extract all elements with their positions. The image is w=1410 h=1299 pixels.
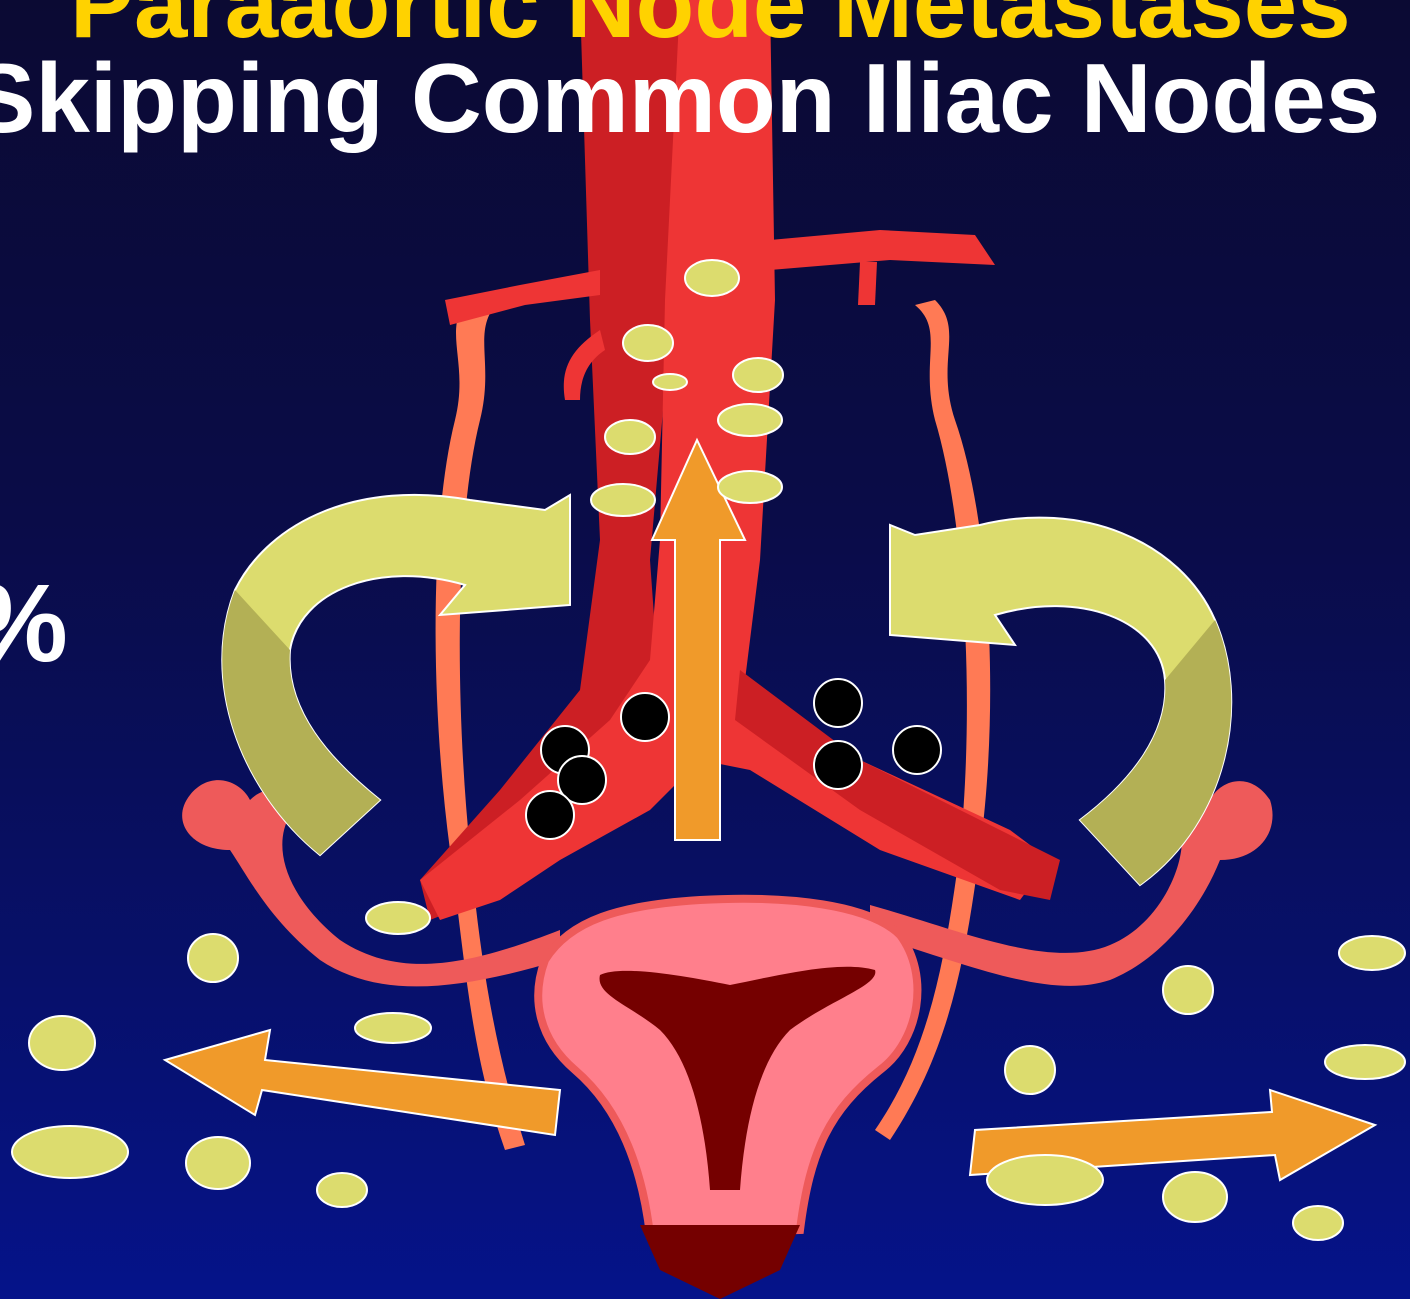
lymph-node xyxy=(1163,966,1213,1014)
slide-title: Skipping Common Iliac Nodes xyxy=(0,42,1380,155)
lymph-node xyxy=(605,420,655,454)
renal-branch-right xyxy=(770,230,995,270)
lymph-node xyxy=(355,1013,431,1043)
lymph-node xyxy=(186,1137,250,1189)
cervix xyxy=(640,1225,800,1299)
lymph-node xyxy=(1005,1046,1055,1094)
lymph-node xyxy=(1339,936,1405,970)
lymph-node xyxy=(29,1016,95,1070)
lymph-node xyxy=(718,404,782,436)
lymph-node xyxy=(733,358,783,392)
metastatic-node xyxy=(814,741,862,789)
lymph-node xyxy=(366,902,430,934)
lymph-node xyxy=(987,1155,1103,1205)
lymph-node xyxy=(685,260,739,296)
metastatic-node xyxy=(893,726,941,774)
small-branch-right xyxy=(858,262,877,305)
lymph-node xyxy=(1163,1172,1227,1222)
lymph-node xyxy=(1293,1206,1343,1240)
lymph-node xyxy=(718,471,782,503)
renal-branch-left xyxy=(445,270,600,325)
lymph-node xyxy=(12,1126,128,1178)
metastatic-node xyxy=(814,679,862,727)
lymph-node xyxy=(1325,1045,1405,1079)
percent-label: % xyxy=(0,560,68,687)
metastatic-node xyxy=(621,693,669,741)
ureter-left xyxy=(436,295,525,1150)
lymph-node xyxy=(188,934,238,982)
lymph-node xyxy=(653,374,687,390)
lymph-node xyxy=(623,325,673,361)
uterus xyxy=(538,899,917,1299)
lymph-node xyxy=(317,1173,367,1207)
lymph-node xyxy=(591,484,655,516)
metastatic-node xyxy=(526,791,574,839)
